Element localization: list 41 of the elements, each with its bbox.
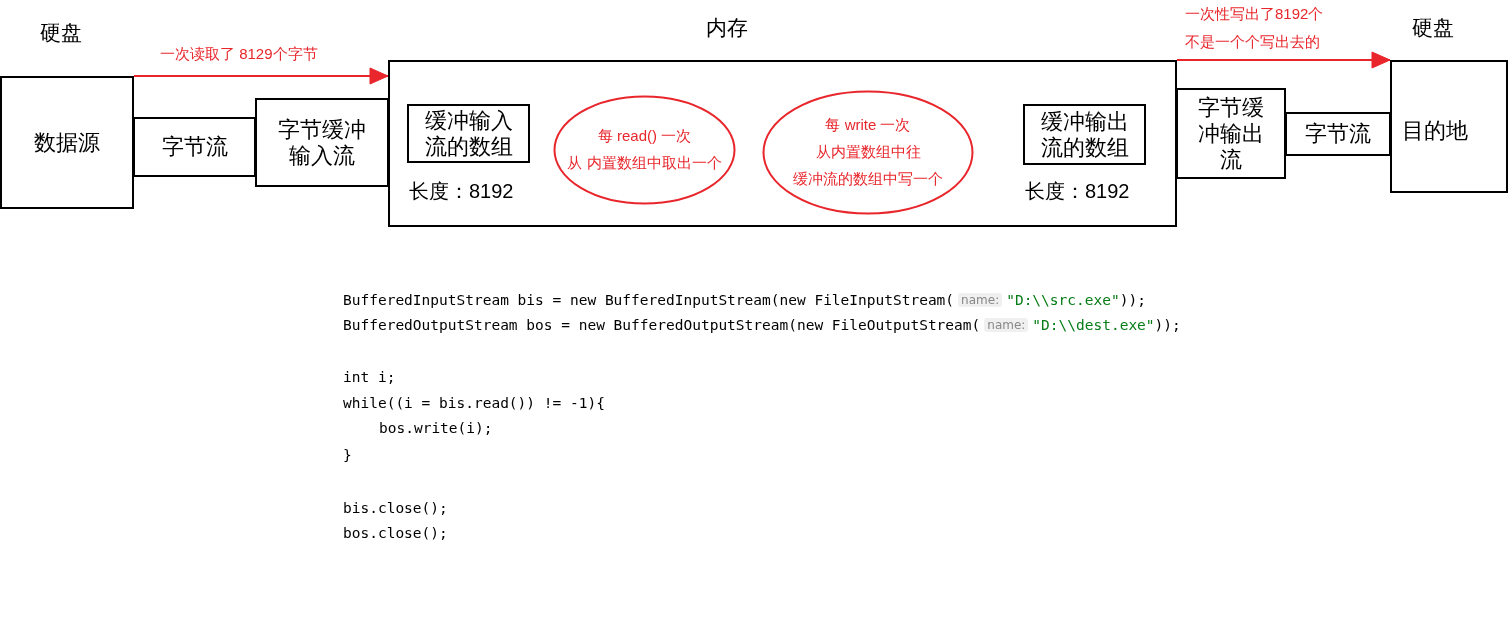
code-line: BufferedOutputStream bos = new BufferedOutputStream(new FileOutputStream( — [343, 317, 981, 333]
code-line: } — [343, 447, 352, 463]
code-line: BufferedInputStream bis = new BufferedInputStream(new FileInputStream( — [343, 292, 955, 308]
box-label: 缓冲输入流的数组 — [423, 107, 514, 160]
arrow — [1176, 51, 1391, 69]
code-line: bos.write(i); — [379, 420, 493, 436]
heading: 硬盘 — [1412, 15, 1454, 41]
box-label: 缓冲输出流的数组 — [1039, 108, 1130, 161]
parameter-hint: name: — [958, 293, 1003, 307]
array-box — [1023, 104, 1146, 165]
note-text: 从内置数组中往 — [815, 143, 921, 162]
code-line: "D:\\src.exe")); — [1006, 292, 1146, 308]
stream-band — [1285, 112, 1391, 156]
process-box — [1390, 60, 1508, 193]
process-box — [1176, 88, 1286, 179]
process-box — [255, 98, 389, 187]
code-line: int i; — [343, 369, 396, 385]
note-text: 每 read() 一次 — [597, 127, 692, 146]
heading: 硬盘 — [40, 20, 82, 46]
code-line: bis.close(); — [343, 500, 448, 516]
length-label: 长度：8192 — [1025, 179, 1130, 204]
array-box — [407, 104, 530, 163]
box-label: 目的地 — [1402, 118, 1468, 144]
parameter-hint: name: — [984, 318, 1029, 332]
code-line: while((i = bis.read()) != -1){ — [343, 395, 605, 411]
stream-band — [133, 117, 256, 177]
code-line: bos.close(); — [343, 525, 448, 541]
box-label: 字节缓冲输出流 — [1197, 94, 1265, 173]
heading: 内存 — [706, 15, 748, 41]
note-text: 缓冲流的数组中写一个 — [793, 170, 943, 189]
process-box — [0, 76, 134, 209]
note-text: 每 write 一次 — [825, 116, 911, 135]
note-text: 从 内置数组中取出一个 — [567, 154, 722, 173]
box-label: 字节缓冲输入流 — [277, 116, 367, 169]
memory-box — [388, 60, 1177, 227]
length-label: 长度：8192 — [409, 179, 514, 204]
box-label: 字节流 — [161, 134, 228, 160]
code-line: "D:\\dest.exe")); — [1032, 317, 1181, 333]
box-label: 数据源 — [34, 129, 100, 156]
arrow — [133, 67, 389, 85]
box-label: 字节流 — [1305, 121, 1371, 147]
